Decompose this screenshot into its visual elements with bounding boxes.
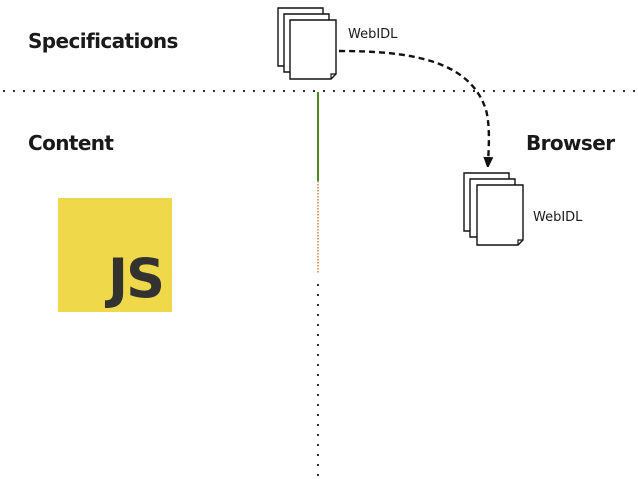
webidl-flow-arrow [338, 49, 489, 163]
javascript-logo-text: JS [108, 247, 165, 310]
section-title-specifications: Specifications [28, 29, 178, 53]
section-title-browser: Browser [526, 131, 615, 155]
spec-document-label: WebIDL [348, 27, 398, 42]
javascript-logo-icon: JS [58, 198, 172, 312]
browser-document-stack-icon [463, 172, 524, 246]
browser-document-label: WebIDL [533, 210, 583, 225]
section-title-content: Content [28, 131, 114, 155]
spec-document-stack-icon [277, 7, 337, 80]
